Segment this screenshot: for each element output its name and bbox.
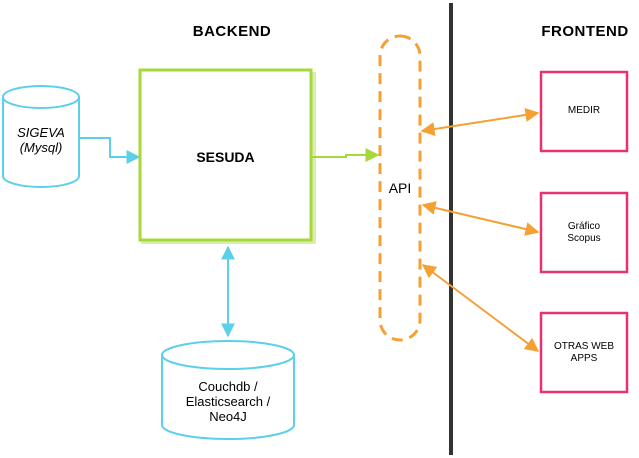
otras-line-2: APPS [570, 352, 598, 364]
couchdb-line-2: Elasticsearch / [185, 393, 271, 409]
frontend-header: FRONTEND [541, 23, 629, 40]
api-container [378, 34, 422, 342]
otras-line-1: OTRAS WEB [553, 341, 614, 352]
sigeva-to-sesuda-connector [79, 137, 141, 164]
grafico-scopus-box [539, 191, 629, 274]
couchdb-database [161, 340, 295, 440]
backend-header: BACKEND [192, 23, 272, 40]
sesuda-label: SESUDA [196, 149, 255, 165]
grafico-line-2: Scopus [567, 232, 601, 244]
sigeva-label: SIGEVA (Mysql) [3, 125, 79, 156]
sigeva-engine: (Mysql) [19, 139, 63, 155]
sigeva-database [1, 85, 80, 188]
api-otras-connector [421, 264, 540, 352]
sigeva-name: SIGEVA [17, 125, 65, 140]
couchdb-label: Couchdb / Elasticsearch / Neo4J [162, 379, 294, 425]
sesuda-to-api-connector [312, 148, 380, 162]
couchdb-line-3: Neo4J [209, 408, 247, 424]
medir-label: MEDIR [567, 105, 601, 116]
sesuda-box [138, 68, 316, 244]
api-medir-connector [420, 108, 540, 136]
medir-box [539, 70, 629, 153]
api-grafico-connector [421, 201, 540, 236]
otras-web-apps-box [539, 311, 629, 394]
grafico-scopus-label: Gráfico Scopus [541, 221, 627, 244]
otras-web-apps-label: OTRAS WEB APPS [541, 341, 627, 364]
couchdb-line-1: Couchdb / [198, 379, 258, 394]
api-label: API [388, 180, 412, 196]
grafico-line-1: Gráfico [567, 221, 601, 232]
